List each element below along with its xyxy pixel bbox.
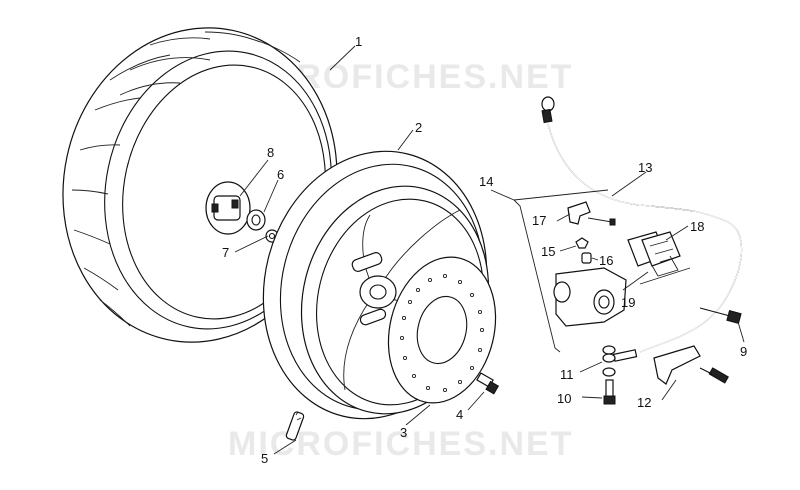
callout-labels: 1 2 3 4 5 6 7 8 9 10 11 12 13 14 15 16 1… xyxy=(222,34,747,466)
callout-17: 17 xyxy=(532,213,546,228)
callout-6: 6 xyxy=(277,167,284,182)
callout-3: 3 xyxy=(400,425,407,440)
callout-14: 14 xyxy=(479,174,493,189)
bolt-part-9 xyxy=(699,307,742,324)
hose-bracket-part-12 xyxy=(653,345,729,385)
brake-disc xyxy=(387,256,497,404)
callout-2: 2 xyxy=(415,120,422,135)
spacer-part-6 xyxy=(246,209,266,231)
callout-7: 7 xyxy=(222,245,229,260)
callout-16: 16 xyxy=(599,253,613,268)
callout-19: 19 xyxy=(621,295,635,310)
hub-assembly xyxy=(205,181,279,243)
callout-5: 5 xyxy=(261,451,268,466)
callout-10: 10 xyxy=(557,391,571,406)
callout-13: 13 xyxy=(638,160,652,175)
callout-8: 8 xyxy=(267,145,274,160)
callout-9: 9 xyxy=(740,344,747,359)
caliper-group xyxy=(513,189,681,405)
callout-4: 4 xyxy=(456,407,463,422)
callout-12: 12 xyxy=(637,395,651,410)
callout-18: 18 xyxy=(690,219,704,234)
brake-hose xyxy=(541,96,743,362)
bolt-part-4 xyxy=(476,372,500,395)
callout-15: 15 xyxy=(541,244,555,259)
callout-1: 1 xyxy=(355,34,362,49)
callout-11: 11 xyxy=(560,367,574,382)
leader-lines xyxy=(234,45,745,455)
watermark-bottom: MICROFICHES.NET xyxy=(228,425,573,463)
